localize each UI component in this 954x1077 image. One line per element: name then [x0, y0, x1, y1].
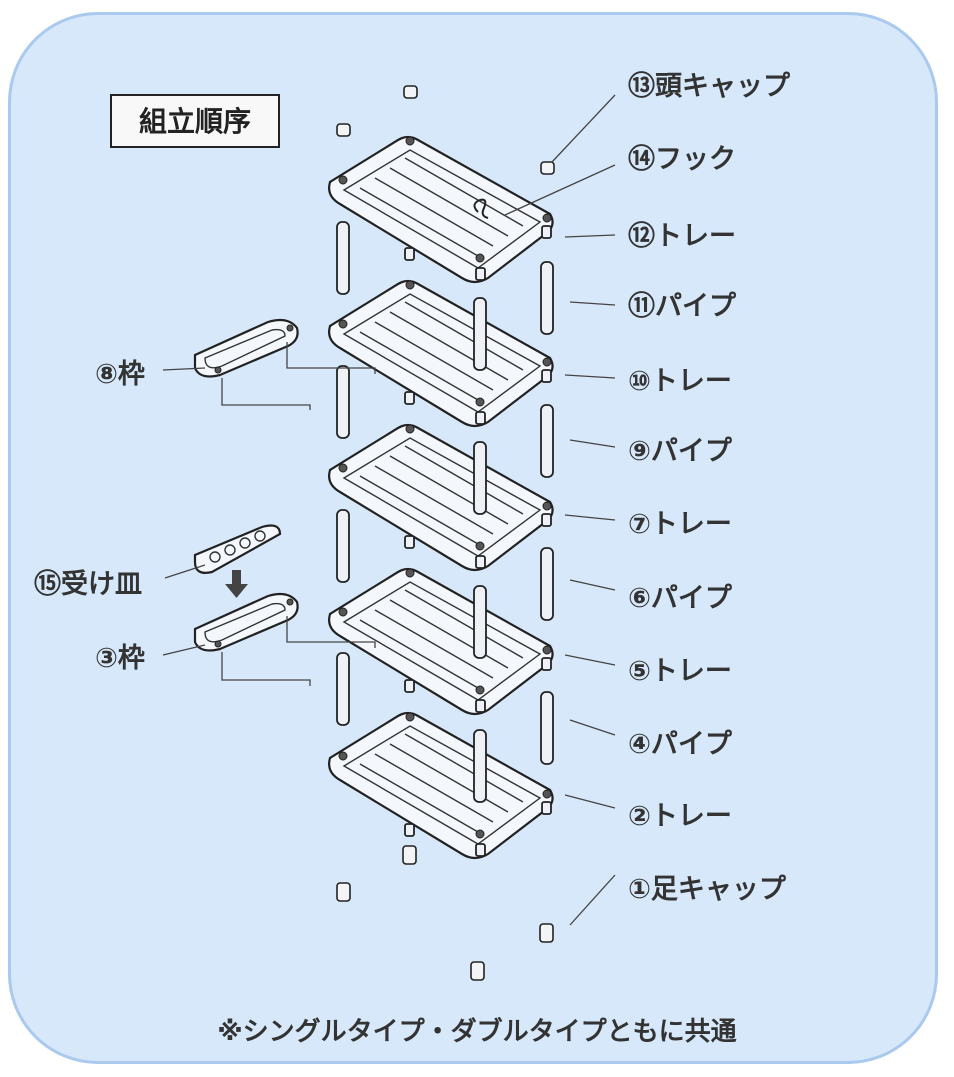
pipe [336, 652, 350, 726]
label-tray-12: ⑫トレー [628, 220, 736, 252]
receiving-dish [193, 524, 282, 574]
hook [473, 198, 489, 219]
pipe [336, 365, 350, 439]
label-tray-10: ⑩トレー [628, 366, 732, 397]
pipe [540, 547, 554, 621]
tray-10 [328, 279, 554, 428]
foot-cap [470, 961, 485, 981]
pipe [540, 261, 554, 335]
title-box [110, 94, 280, 148]
tray-2 [328, 711, 554, 860]
label-tray-5: ⑤トレー [628, 656, 732, 687]
label-head-cap: ⑬頭キャップ [628, 70, 791, 102]
label-pipe-11: ⑪パイプ [628, 290, 737, 322]
tray-12 [328, 135, 554, 284]
label-frame-8: ⑧枠 [95, 359, 145, 390]
frame-3 [193, 592, 299, 652]
down-arrow-icon [225, 570, 248, 598]
label-foot-cap: ①足キャップ [628, 874, 787, 905]
label-pipe-6: ⑥パイプ [628, 583, 733, 614]
foot-cap [336, 882, 351, 902]
foot-cap [539, 923, 554, 943]
pipe [473, 585, 487, 659]
pipe [473, 441, 487, 515]
pipe [473, 729, 487, 803]
label-hook: ⑭フック [628, 143, 736, 175]
pipe [336, 221, 350, 295]
label-dish-15: ⑮受け皿 [34, 568, 142, 600]
head-cap [540, 161, 555, 175]
foot-cap [402, 845, 417, 865]
leader-lines [162, 94, 616, 926]
label-tray-7: ⑦トレー [628, 509, 732, 540]
label-pipe-9: ⑨パイプ [628, 436, 733, 467]
label-frame-3: ③枠 [95, 643, 145, 674]
head-cap [403, 85, 418, 99]
pipe [336, 509, 350, 583]
pipe [540, 404, 554, 478]
pipe [540, 691, 554, 765]
tray-7 [328, 423, 554, 572]
title: 組立順序 [139, 105, 251, 138]
footer-note: ※シングルタイプ・ダブルタイプともに共通 [217, 1016, 736, 1047]
label-tray-2: ②トレー [628, 801, 732, 832]
label-pipe-4: ④パイプ [628, 729, 733, 760]
frame-8 [193, 318, 299, 378]
head-cap [336, 123, 351, 137]
pipe [473, 297, 487, 371]
